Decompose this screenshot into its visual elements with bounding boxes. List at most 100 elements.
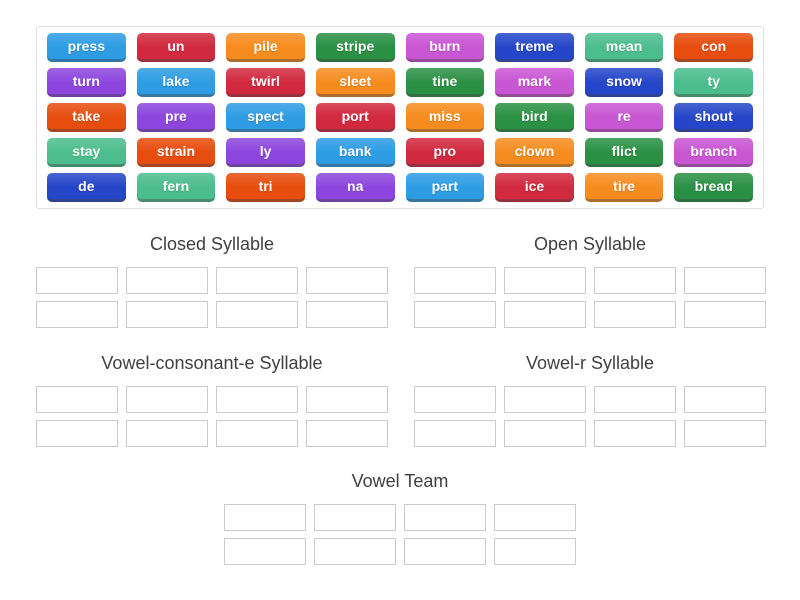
word-tile-lake[interactable]: lake — [136, 68, 216, 97]
word-tile-bank[interactable]: bank — [315, 138, 395, 167]
groups-row-2: Vowel-consonant-e Syllable Vowel-r Sylla… — [36, 353, 766, 447]
slot-grid-closed-syllable — [36, 267, 388, 328]
word-tile-shout[interactable]: shout — [674, 103, 753, 132]
word-tile-pile[interactable]: pile — [226, 33, 305, 62]
word-tile-un[interactable]: un — [136, 33, 216, 62]
answer-slot[interactable] — [684, 301, 766, 328]
word-tile-bread[interactable]: bread — [674, 173, 753, 202]
answer-slot[interactable] — [36, 301, 118, 328]
word-tile-burn[interactable]: burn — [405, 33, 485, 62]
word-tile-re[interactable]: re — [584, 103, 664, 132]
answer-slot[interactable] — [684, 267, 766, 294]
word-tile-ice[interactable]: ice — [495, 173, 574, 202]
group-title: Vowel Team — [351, 471, 449, 491]
word-tile-mark[interactable]: mark — [495, 68, 574, 97]
answer-slot[interactable] — [684, 420, 766, 447]
word-tile-turn[interactable]: turn — [47, 68, 126, 97]
word-tile-tine[interactable]: tine — [405, 68, 485, 97]
word-tile-ty[interactable]: ty — [674, 68, 753, 97]
answer-slot[interactable] — [504, 267, 586, 294]
answer-slot[interactable] — [494, 538, 576, 565]
word-tile-con[interactable]: con — [674, 33, 753, 62]
answer-slot[interactable] — [414, 301, 496, 328]
group-title: Closed Syllable — [149, 234, 275, 254]
answer-slot[interactable] — [684, 386, 766, 413]
word-tile-na[interactable]: na — [315, 173, 395, 202]
word-tile-pre[interactable]: pre — [136, 103, 216, 132]
word-tile-strain[interactable]: strain — [136, 138, 216, 167]
answer-slot[interactable] — [306, 386, 388, 413]
slot-grid-open-syllable — [414, 267, 766, 328]
word-tile-tri[interactable]: tri — [226, 173, 305, 202]
word-tile-clown[interactable]: clown — [495, 138, 574, 167]
answer-slot[interactable] — [594, 301, 676, 328]
answer-slot[interactable] — [504, 420, 586, 447]
group-title: Vowel-r Syllable — [525, 353, 655, 373]
word-tile-stay[interactable]: stay — [47, 138, 126, 167]
answer-slot[interactable] — [504, 301, 586, 328]
slot-grid-vowel-r-syllable — [414, 386, 766, 447]
word-tile-twirl[interactable]: twirl — [226, 68, 305, 97]
group-title: Vowel-consonant-e Syllable — [101, 353, 323, 373]
word-tile-spect[interactable]: spect — [226, 103, 305, 132]
slot-grid-vowel-consonant-e-syllable — [36, 386, 388, 447]
answer-slot[interactable] — [594, 267, 676, 294]
answer-slot[interactable] — [216, 267, 298, 294]
answer-slot[interactable] — [36, 420, 118, 447]
word-tile-press[interactable]: press — [47, 33, 126, 62]
answer-slot[interactable] — [314, 504, 396, 531]
answer-slot[interactable] — [306, 420, 388, 447]
answer-slot[interactable] — [404, 504, 486, 531]
groups-row-1: Closed Syllable Open Syllable — [36, 234, 766, 328]
group-open-syllable: Open Syllable — [414, 234, 766, 328]
word-tile-de[interactable]: de — [47, 173, 126, 202]
answer-slot[interactable] — [306, 267, 388, 294]
answer-slot[interactable] — [36, 386, 118, 413]
answer-slot[interactable] — [224, 538, 306, 565]
word-tile-stripe[interactable]: stripe — [315, 33, 395, 62]
answer-slot[interactable] — [216, 420, 298, 447]
word-tile-fern[interactable]: fern — [136, 173, 216, 202]
answer-slot[interactable] — [414, 420, 496, 447]
word-tile-treme[interactable]: treme — [495, 33, 574, 62]
answer-slot[interactable] — [414, 267, 496, 294]
answer-slot[interactable] — [594, 420, 676, 447]
word-tile-bird[interactable]: bird — [495, 103, 574, 132]
answer-slot[interactable] — [36, 267, 118, 294]
group-vowel-r-syllable: Vowel-r Syllable — [414, 353, 766, 447]
word-tile-port[interactable]: port — [315, 103, 395, 132]
word-tile-tire[interactable]: tire — [584, 173, 664, 202]
answer-slot[interactable] — [126, 301, 208, 328]
answer-slot[interactable] — [404, 538, 486, 565]
word-tile-mean[interactable]: mean — [584, 33, 664, 62]
word-tile-pro[interactable]: pro — [405, 138, 485, 167]
group-closed-syllable: Closed Syllable — [36, 234, 388, 328]
word-tile-take[interactable]: take — [47, 103, 126, 132]
word-tile-snow[interactable]: snow — [584, 68, 664, 97]
answer-slot[interactable] — [126, 420, 208, 447]
answer-slot[interactable] — [494, 504, 576, 531]
word-tile-ly[interactable]: ly — [226, 138, 305, 167]
slot-grid-vowel-team — [224, 504, 576, 565]
word-tile-miss[interactable]: miss — [405, 103, 485, 132]
group-vowel-consonant-e-syllable: Vowel-consonant-e Syllable — [36, 353, 388, 447]
word-tile-flict[interactable]: flict — [584, 138, 664, 167]
word-tile-branch[interactable]: branch — [674, 138, 753, 167]
answer-slot[interactable] — [216, 386, 298, 413]
answer-slot[interactable] — [126, 386, 208, 413]
answer-slot[interactable] — [306, 301, 388, 328]
answer-slot[interactable] — [594, 386, 676, 413]
answer-slot[interactable] — [126, 267, 208, 294]
group-title: Open Syllable — [533, 234, 647, 254]
answer-slot[interactable] — [224, 504, 306, 531]
group-vowel-team: Vowel Team — [224, 471, 576, 565]
word-tile-part[interactable]: part — [405, 173, 485, 202]
answer-slot[interactable] — [414, 386, 496, 413]
answer-slot[interactable] — [504, 386, 586, 413]
answer-slot[interactable] — [216, 301, 298, 328]
word-tile-sleet[interactable]: sleet — [315, 68, 395, 97]
answer-slot[interactable] — [314, 538, 396, 565]
